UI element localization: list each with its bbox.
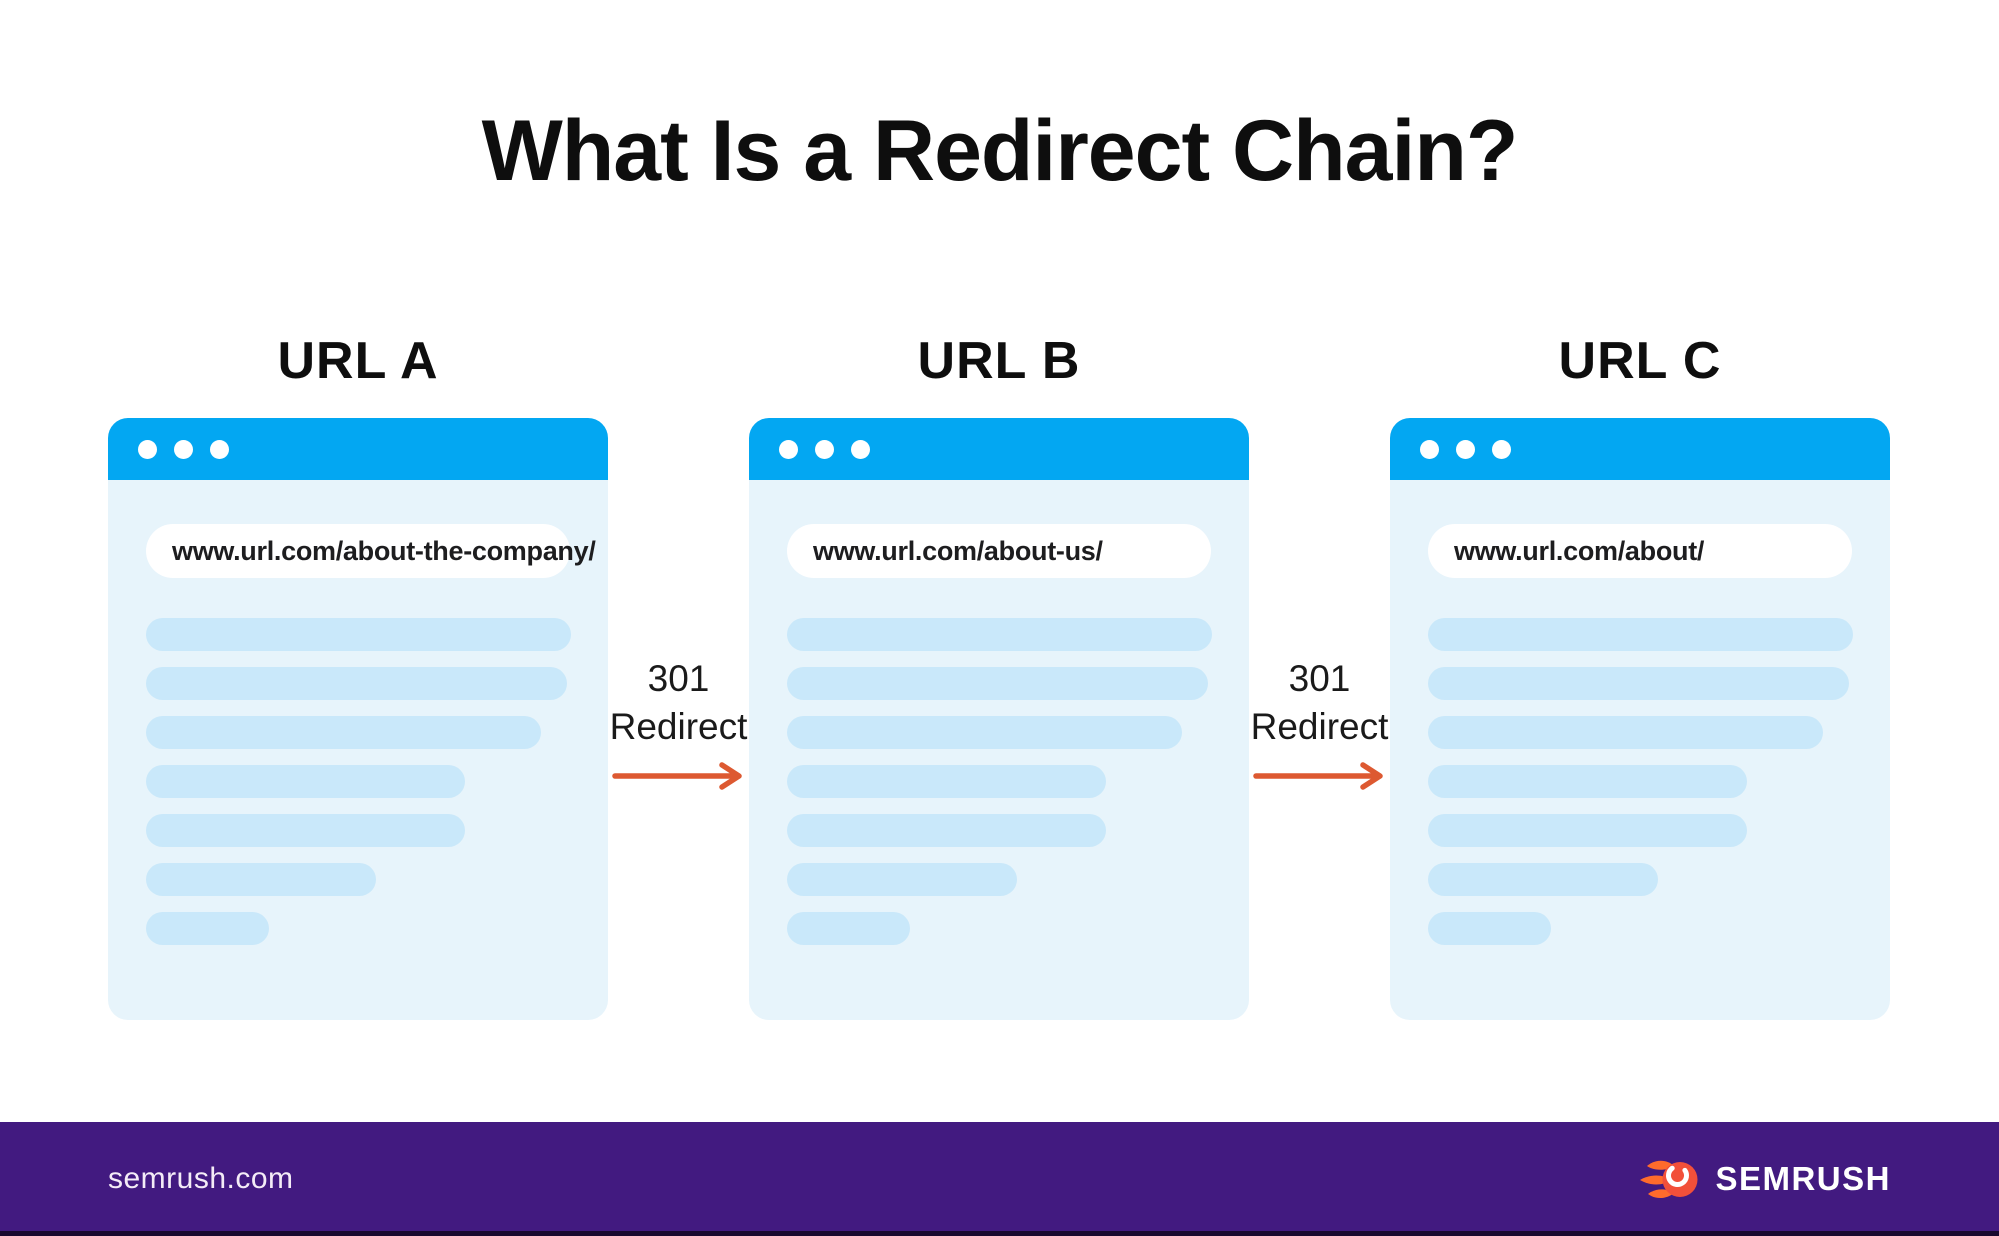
skeleton-text-line bbox=[1428, 618, 1853, 651]
semrush-logotype: SEMRUSH bbox=[1715, 1160, 1891, 1197]
content-skeleton bbox=[146, 618, 571, 961]
url-text: www.url.com/about-us/ bbox=[813, 535, 1103, 566]
redirect-step-2: 301 Redirect bbox=[1249, 655, 1390, 796]
skeleton-text-line bbox=[1428, 863, 1658, 896]
browser-mockup: www.url.com/about-us/ bbox=[749, 418, 1249, 1020]
skeleton-text-line bbox=[146, 814, 465, 847]
window-dot-icon bbox=[1492, 439, 1511, 459]
right-arrow-icon bbox=[611, 762, 742, 790]
skeleton-text-line bbox=[1428, 912, 1552, 945]
skeleton-text-line bbox=[787, 618, 1212, 651]
skeleton-text-line bbox=[146, 667, 567, 700]
content-skeleton bbox=[1428, 618, 1853, 961]
window-c-label: URL C bbox=[1558, 332, 1722, 390]
redirect-label: Redirect bbox=[1250, 706, 1389, 747]
window-dot-icon bbox=[174, 439, 193, 459]
redirect-code: 301 bbox=[1288, 658, 1351, 699]
skeleton-text-line bbox=[787, 667, 1208, 700]
window-dot-icon bbox=[851, 439, 870, 459]
browser-window-c: URL C www.url.com/about/ bbox=[1390, 330, 1890, 1020]
skeleton-text-line bbox=[146, 863, 376, 896]
skeleton-text-line bbox=[787, 814, 1106, 847]
semrush-logo: SEMRUSH bbox=[1640, 1157, 1891, 1202]
redirect-label: Redirect bbox=[609, 706, 748, 747]
skeleton-text-line bbox=[1428, 765, 1747, 798]
url-text: www.url.com/about/ bbox=[1454, 535, 1705, 566]
browser-page-body: www.url.com/about/ bbox=[1390, 480, 1890, 1020]
skeleton-text-line bbox=[146, 912, 270, 945]
window-dot-icon bbox=[779, 439, 798, 459]
url-bar: www.url.com/about/ bbox=[1428, 524, 1852, 578]
window-dot-icon bbox=[1420, 439, 1439, 459]
browser-window-a: URL A www.url.com/about-the-company/ bbox=[108, 330, 608, 1020]
content-skeleton bbox=[787, 618, 1212, 961]
browser-titlebar bbox=[108, 418, 608, 480]
semrush-fireball-icon bbox=[1640, 1160, 1698, 1198]
window-dot-icon bbox=[1456, 439, 1475, 459]
browser-mockup: www.url.com/about-the-company/ bbox=[108, 418, 608, 1020]
skeleton-text-line bbox=[787, 716, 1183, 749]
skeleton-text-line bbox=[146, 618, 571, 651]
window-b-label: URL B bbox=[917, 332, 1081, 390]
url-bar: www.url.com/about-the-company/ bbox=[146, 524, 596, 578]
right-arrow-icon bbox=[1252, 762, 1383, 790]
browser-titlebar bbox=[749, 418, 1249, 480]
browser-mockup: www.url.com/about/ bbox=[1390, 418, 1890, 1020]
skeleton-text-line bbox=[787, 863, 1017, 896]
skeleton-text-line bbox=[787, 912, 911, 945]
redirect-step-1: 301 Redirect bbox=[608, 655, 749, 796]
skeleton-text-line bbox=[1428, 667, 1849, 700]
skeleton-text-line bbox=[1428, 716, 1824, 749]
redirect-code: 301 bbox=[647, 658, 710, 699]
window-dot-icon bbox=[210, 439, 229, 459]
browser-page-body: www.url.com/about-the-company/ bbox=[108, 480, 608, 1020]
window-dot-icon bbox=[138, 439, 157, 459]
footer-bar: semrush.com SEMRUSH bbox=[0, 1122, 1999, 1236]
skeleton-text-line bbox=[146, 716, 542, 749]
skeleton-text-line bbox=[146, 765, 465, 798]
url-text: www.url.com/about-the-company/ bbox=[172, 535, 596, 566]
skeleton-text-line bbox=[1428, 814, 1747, 847]
page-title: What Is a Redirect Chain? bbox=[481, 103, 1519, 199]
url-bar: www.url.com/about-us/ bbox=[787, 524, 1211, 578]
browser-page-body: www.url.com/about-us/ bbox=[749, 480, 1249, 1020]
browser-window-b: URL B www.url.com/about-us/ bbox=[749, 330, 1249, 1020]
window-a-label: URL A bbox=[277, 332, 439, 390]
skeleton-text-line bbox=[787, 765, 1106, 798]
window-dot-icon bbox=[815, 439, 834, 459]
browser-titlebar bbox=[1390, 418, 1890, 480]
footer-site-url: semrush.com bbox=[108, 1162, 294, 1195]
